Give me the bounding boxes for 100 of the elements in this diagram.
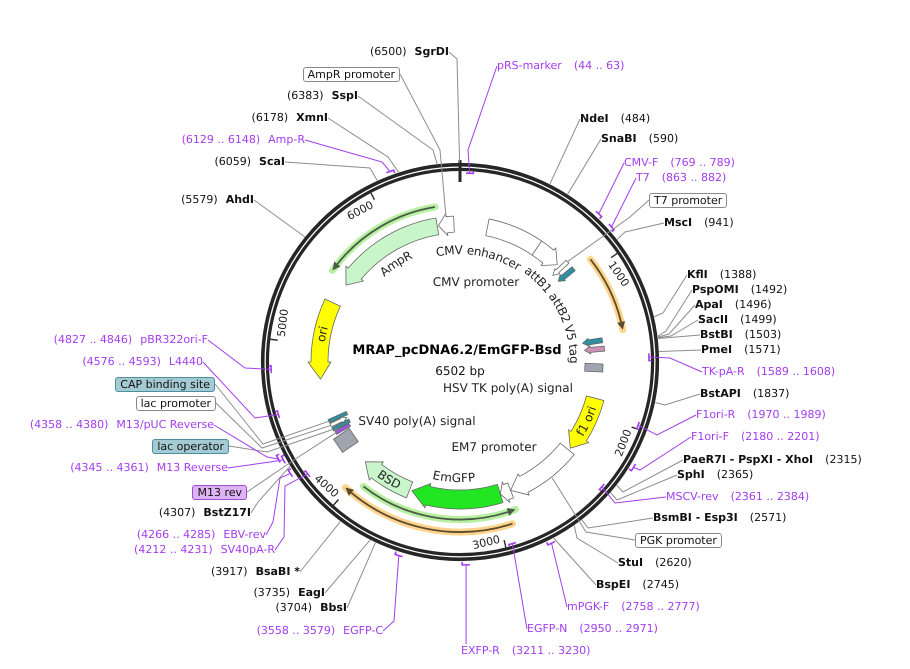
primer-name: Amp-R <box>268 133 305 147</box>
cut-position: (6383) <box>286 89 324 103</box>
primer-range: (1589 .. 1608) <box>756 365 836 379</box>
enzyme-name: SacII <box>698 313 728 327</box>
feature-label: HSV TK poly(A) signal <box>443 381 573 395</box>
leader-line <box>284 162 378 181</box>
tick-label: 2000 <box>612 428 634 458</box>
enzyme-name: AhdI <box>226 193 254 207</box>
cut-position: (2365) <box>716 468 754 482</box>
primer-name: F1ori-F <box>691 430 729 444</box>
leader-line <box>567 138 602 195</box>
primer-range: (2361 .. 2384) <box>730 490 810 504</box>
primer-name: M13/pUC Reverse <box>116 418 214 432</box>
leader-line <box>328 118 400 173</box>
leader-line <box>658 320 698 338</box>
primer-name: EGFP-N <box>527 622 568 636</box>
leader-line <box>468 66 498 174</box>
cut-position: (4307) <box>158 506 196 520</box>
enzyme-name: SgrDI <box>414 45 449 59</box>
feature-label: CMV promoter <box>432 275 520 289</box>
feature-tag: lac operator <box>152 438 229 454</box>
cut-position: (1503) <box>744 328 782 342</box>
primer-range: (2950 .. 2971) <box>579 622 658 636</box>
enzyme-name: BbsI <box>320 601 347 615</box>
primer-name: mPGK-F <box>567 600 610 614</box>
leader-line <box>324 540 371 594</box>
enzyme-name: SphI <box>677 468 705 482</box>
enzyme-name: BspEI <box>596 578 630 592</box>
primer-range: (4212 .. 4231) <box>134 543 213 557</box>
feature-tag: PGK promoter <box>635 532 722 548</box>
tick-label: 5000 <box>274 308 292 338</box>
feature-tag: CAP binding site <box>115 376 215 392</box>
primer-range: (44 .. 63) <box>574 59 624 73</box>
leader-line <box>466 564 467 644</box>
feature-label: BSD <box>374 467 404 492</box>
feature-tag: T7 promoter <box>649 192 728 208</box>
leader-line <box>228 429 333 453</box>
leader-line <box>346 542 376 608</box>
feature-tag: lac promoter <box>136 396 216 410</box>
enzyme-name: PmeI <box>701 343 732 357</box>
cut-position: (1492) <box>750 283 788 297</box>
enzyme-name: SspI <box>332 89 358 103</box>
primer-name: M13 Reverse <box>156 461 228 475</box>
enzyme-name: ScaI <box>259 155 285 169</box>
feature-label: V5 tag <box>561 323 582 364</box>
leader-line <box>658 350 702 352</box>
cut-position: (2745) <box>642 578 679 592</box>
cut-position: (1499) <box>740 313 777 327</box>
feature-label: SV40 poly(A) signal <box>358 414 476 428</box>
primer-range: (3211 .. 3230) <box>512 644 590 658</box>
tick-label: 6000 <box>344 198 376 223</box>
primer-range: (4576 .. 4593) <box>82 355 161 369</box>
primer-range: (6129 .. 6148) <box>182 133 260 147</box>
leader-line <box>654 394 700 406</box>
primer-name: pBR322ori-F <box>140 333 208 347</box>
feature-label: EM7 promoter <box>451 440 537 454</box>
leader-line <box>304 140 391 172</box>
primer-name: MSCV-rev <box>666 490 719 504</box>
primer-name: TK-pA-R <box>702 365 745 379</box>
cut-position: (6178) <box>252 111 288 125</box>
cut-position: (1388) <box>720 268 756 282</box>
primer-range: (2180 .. 2201) <box>740 430 820 444</box>
cut-position: (1571) <box>744 343 781 357</box>
leader-line <box>300 521 341 572</box>
leader-line <box>246 432 336 492</box>
enzyme-name: EagI <box>298 586 325 600</box>
leader-line <box>567 200 650 262</box>
leader-line <box>657 290 692 337</box>
cut-position: (3704) <box>276 601 312 615</box>
enzyme-name: XmnI <box>296 111 328 125</box>
cut-position: (941) <box>704 216 734 230</box>
enzyme-name: NdeI <box>580 112 609 126</box>
primer-name: T7 <box>636 171 650 185</box>
enzyme-name: PaeR7I - PspXI - XhoI <box>683 453 814 467</box>
cut-position: (5579) <box>181 193 218 207</box>
leader-line <box>512 543 528 630</box>
leader-line <box>400 74 446 216</box>
enzyme-name: StuI <box>618 556 644 570</box>
enzyme-name: ApaI <box>695 298 723 312</box>
primer-range: (1970 .. 1989) <box>747 408 826 422</box>
leader-line <box>601 486 666 504</box>
cut-position: (6059) <box>214 155 252 169</box>
leader-line <box>266 472 291 536</box>
cut-position: (2315) <box>825 453 862 467</box>
leader-line <box>214 424 279 460</box>
cut-position: (2571) <box>750 511 786 525</box>
leader-line <box>216 402 331 449</box>
leader-line <box>654 274 688 318</box>
primer-range: (863 .. 882) <box>662 171 726 185</box>
leader-line <box>581 518 654 529</box>
leader-line <box>553 538 596 586</box>
feature-label: f1 ori <box>573 404 600 439</box>
primer-range: (769 .. 789) <box>670 156 735 170</box>
enzyme-name: SnaBI <box>601 132 637 146</box>
leader-line <box>274 473 308 550</box>
tick-label: 3000 <box>471 532 502 552</box>
primer-name: L4440 <box>168 355 203 369</box>
leader-line <box>250 466 290 514</box>
primer-range: (4266 .. 4285) <box>136 528 216 542</box>
leader-line <box>648 356 702 372</box>
